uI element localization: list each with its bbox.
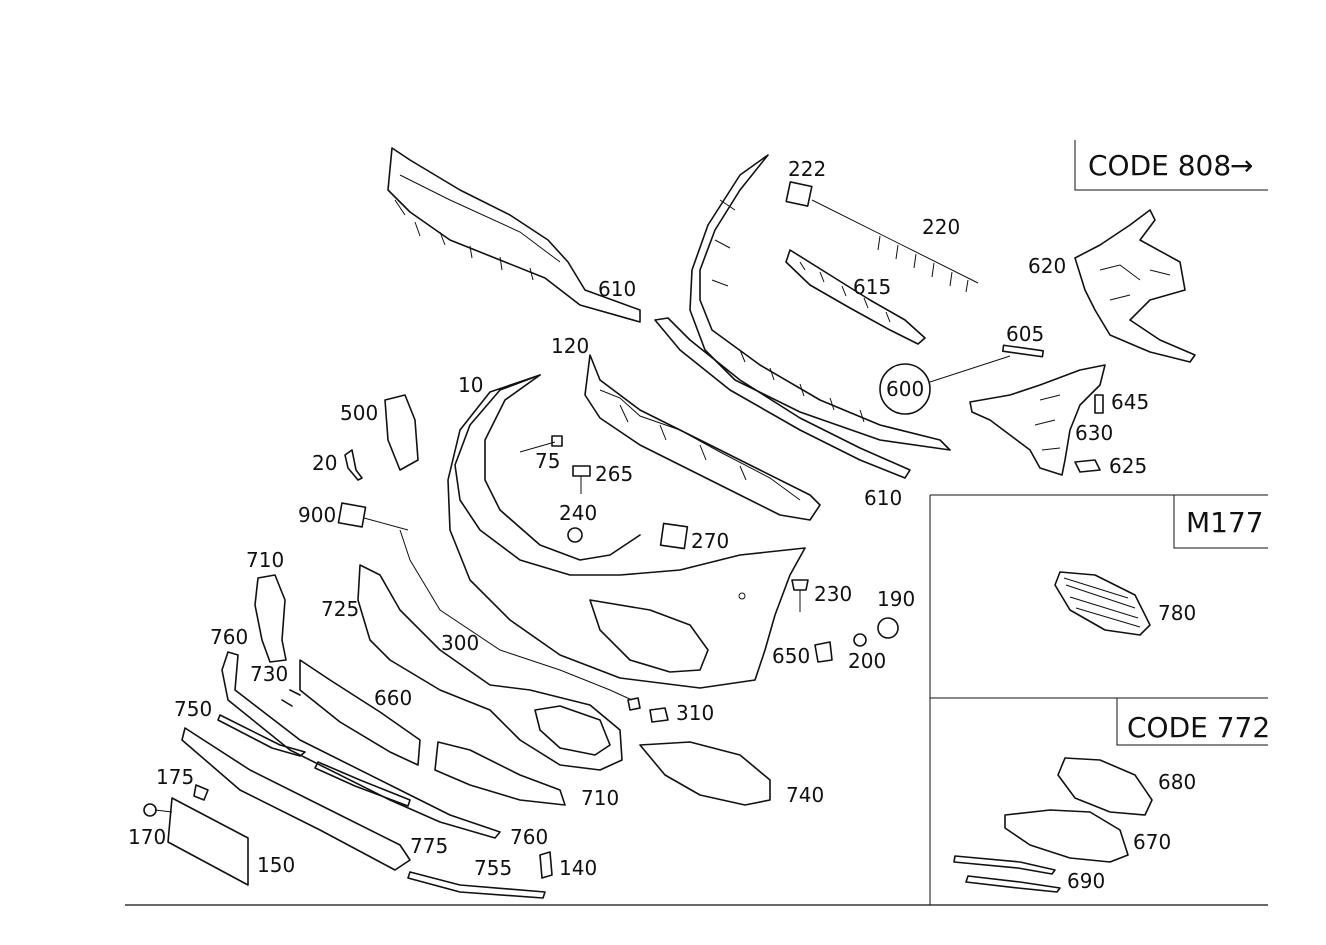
label-730: 730	[250, 662, 288, 686]
lower-trim-300	[357, 529, 633, 771]
label-270: 270	[691, 529, 729, 553]
label-680: 680	[1158, 770, 1196, 794]
absorber-120	[584, 354, 821, 521]
side-grille-710-left	[254, 574, 287, 663]
label-200: 200	[848, 649, 886, 673]
label-175: 175	[156, 765, 194, 789]
label-310: 310	[676, 701, 714, 725]
label-775: 775	[410, 834, 448, 858]
label-610-top: 610	[598, 277, 636, 301]
label-710-bottom: 710	[581, 786, 619, 810]
code-772-label: CODE 772	[1127, 711, 1270, 744]
label-900: 900	[298, 503, 336, 527]
label-500: 500	[340, 401, 378, 425]
part-605	[1001, 344, 1045, 358]
label-75: 75	[535, 449, 560, 473]
label-710-top: 710	[246, 548, 284, 572]
trim-strips	[181, 651, 546, 899]
cross-member-610	[654, 154, 951, 479]
fasteners	[143, 435, 899, 879]
plate-150	[167, 797, 249, 886]
label-740: 740	[786, 783, 824, 807]
label-170: 170	[128, 825, 166, 849]
label-230: 230	[814, 582, 852, 606]
label-620: 620	[1028, 254, 1066, 278]
upper-carrier-610	[387, 147, 641, 323]
label-265: 265	[595, 462, 633, 486]
part-labels: 222 220 615 610 620 605 600 645 630 625 …	[128, 157, 1196, 893]
label-690: 690	[1067, 869, 1105, 893]
grille-710-bottom	[434, 741, 566, 806]
code-808-label: CODE 808	[1088, 149, 1231, 182]
panel-frames	[125, 140, 1268, 906]
label-190: 190	[877, 587, 915, 611]
label-150: 150	[257, 853, 295, 877]
label-605: 605	[1006, 322, 1044, 346]
callout-600	[879, 363, 931, 415]
label-240: 240	[559, 501, 597, 525]
label-755: 755	[474, 856, 512, 880]
label-650: 650	[772, 644, 810, 668]
label-220: 220	[922, 215, 960, 239]
label-10: 10	[458, 373, 483, 397]
cable-220	[785, 181, 979, 293]
label-630: 630	[1075, 421, 1113, 445]
arrow-right-icon: →	[1230, 149, 1253, 182]
label-725: 725	[321, 597, 359, 621]
label-120: 120	[551, 334, 589, 358]
grille-780	[1054, 571, 1151, 636]
bracket-620	[1074, 209, 1196, 363]
bumper-cover-10	[447, 374, 806, 689]
bracket-630	[969, 364, 1106, 476]
trim-740	[639, 741, 771, 806]
trim-690	[953, 855, 1061, 893]
label-750: 750	[174, 697, 212, 721]
clip-20	[344, 449, 363, 481]
grille-670	[1004, 809, 1129, 863]
label-670: 670	[1133, 830, 1171, 854]
label-600: 600	[886, 377, 924, 401]
absorber-615	[785, 249, 926, 345]
label-760-bottom: 760	[510, 825, 548, 849]
panel-500	[384, 394, 419, 471]
label-610-mid: 610	[864, 486, 902, 510]
label-20: 20	[312, 451, 337, 475]
label-660: 660	[374, 686, 412, 710]
part-625	[1074, 459, 1101, 473]
label-645: 645	[1111, 390, 1149, 414]
label-615: 615	[853, 275, 891, 299]
label-300: 300	[441, 631, 479, 655]
label-760-left: 760	[210, 625, 248, 649]
label-780: 780	[1158, 601, 1196, 625]
grille-660	[299, 659, 421, 766]
label-625: 625	[1109, 454, 1147, 478]
label-222: 222	[788, 157, 826, 181]
label-140: 140	[559, 856, 597, 880]
m177-label: M177	[1186, 506, 1264, 539]
part-645	[1094, 394, 1104, 414]
grille-680	[1057, 757, 1153, 816]
